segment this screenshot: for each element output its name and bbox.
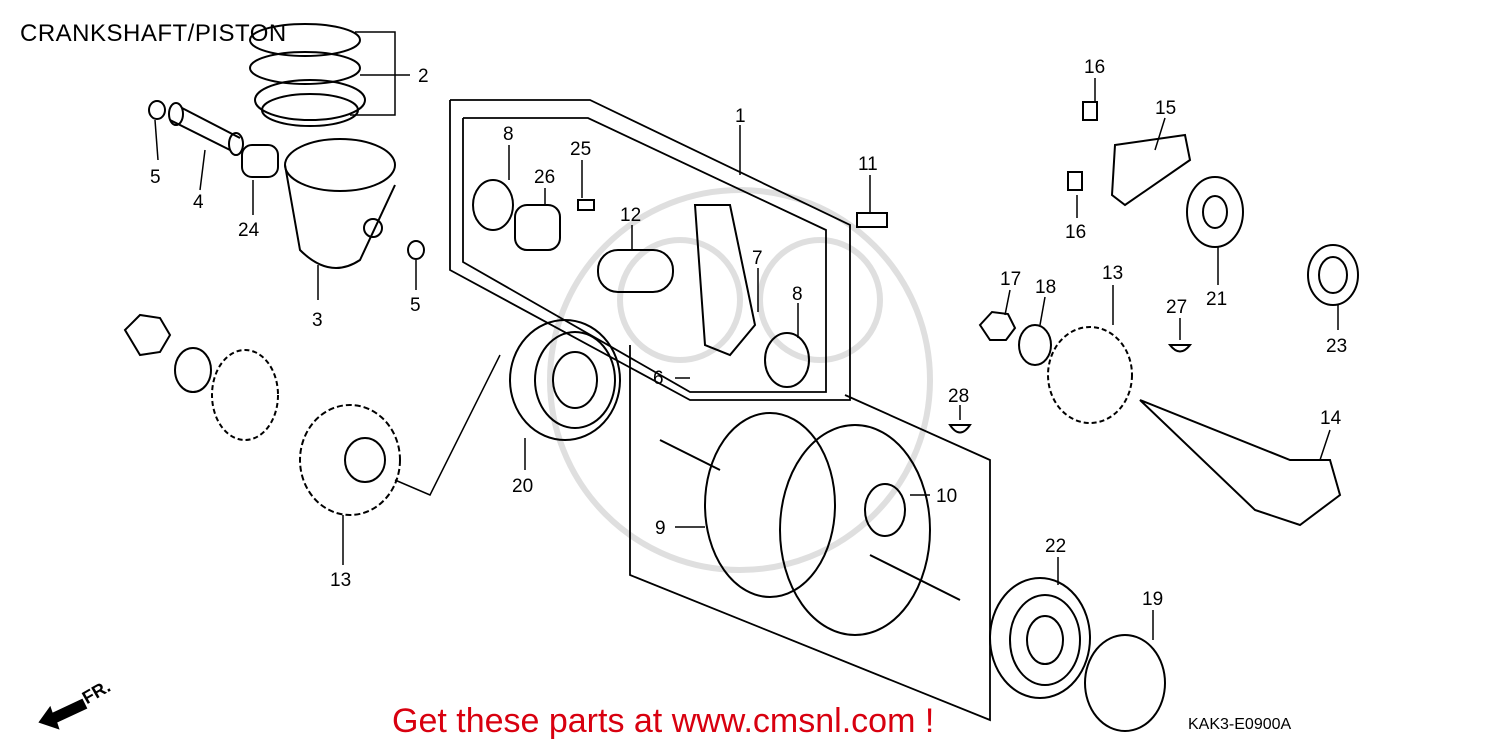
callout-27: 27 (1166, 297, 1187, 318)
promo-banner-link[interactable]: Get these parts at www.cmsnl.com ! (392, 702, 935, 740)
connecting-rod-7 (693, 204, 757, 357)
callout-10: 10 (936, 486, 957, 507)
callout-16-bottom: 16 (1065, 222, 1086, 243)
crank-pin-12 (597, 249, 674, 293)
callout-20: 20 (512, 476, 533, 497)
callout-22: 22 (1045, 536, 1066, 557)
callout-4: 4 (193, 192, 204, 213)
callout-5-left: 5 (150, 167, 161, 188)
primary-gear-large (299, 404, 401, 516)
crankshaft-9 (659, 412, 961, 636)
bolt-16b (1067, 171, 1083, 191)
callout-13-left: 13 (330, 570, 351, 591)
callout-2: 2 (418, 66, 429, 87)
main-bearing-22 (989, 577, 1091, 699)
main-bearing-20 (509, 319, 621, 441)
key-27 (1167, 344, 1193, 353)
callout-19: 19 (1142, 589, 1163, 610)
assembly-box-1 (449, 99, 851, 401)
small-end-bearing (241, 144, 279, 178)
callout-6: 6 (653, 368, 664, 389)
piston-rings (249, 23, 366, 127)
primary-gear-small (211, 349, 279, 441)
callout-5-right: 5 (410, 295, 421, 316)
piston (284, 138, 396, 269)
callout-11: 11 (858, 154, 878, 175)
callout-16-top: 16 (1084, 57, 1105, 78)
callout-1: 1 (735, 106, 746, 127)
callout-14: 14 (1320, 408, 1342, 429)
callout-8-right: 8 (792, 284, 803, 305)
callout-26: 26 (534, 167, 555, 188)
nut-17 (978, 310, 1017, 341)
callout-23: 23 (1326, 336, 1347, 357)
piston-pin (168, 102, 244, 156)
primary-gear-hub (344, 437, 386, 483)
balancer-gear-13 (1047, 326, 1133, 424)
thrust-washer-8a (472, 179, 514, 231)
piston-pin-clip-left (148, 100, 166, 120)
leader-lines (154, 31, 1339, 640)
callout-21: 21 (1206, 289, 1227, 310)
circlip-19 (1084, 634, 1166, 732)
callout-25: 25 (570, 139, 591, 160)
callout-28: 28 (948, 386, 969, 407)
assembly-box-6 (629, 345, 991, 722)
front-arrow-icon (38, 698, 88, 730)
callout-18: 18 (1035, 277, 1056, 298)
thrust-washer-8b (764, 332, 810, 388)
callout-7: 7 (752, 248, 763, 269)
bolt-16a (1082, 101, 1098, 121)
callout-8-left: 8 (503, 124, 514, 145)
callout-9: 9 (655, 518, 666, 539)
bracket-15 (1110, 133, 1192, 207)
washer-18 (1018, 324, 1052, 366)
diagram-title: CRANKSHAFT/PISTON (20, 20, 287, 47)
balancer-shaft-14 (1139, 399, 1342, 527)
callout-24: 24 (238, 220, 260, 241)
leader-13-20 (394, 354, 501, 496)
callout-15: 15 (1155, 98, 1176, 119)
watermark-logo (547, 187, 933, 573)
key-11 (856, 212, 888, 228)
callout-17: 17 (1000, 269, 1021, 290)
key-28 (948, 424, 972, 434)
crank-nut (123, 313, 172, 357)
callout-labels: 1 2 3 4 5 5 6 7 8 8 9 10 11 12 13 13 14 … (150, 57, 1347, 610)
pin-25 (577, 199, 595, 211)
bearing-23 (1307, 244, 1359, 306)
needle-bearing-26 (514, 204, 561, 251)
diagram-code: KAK3-E0900A (1188, 716, 1292, 733)
callout-3: 3 (312, 310, 323, 331)
piston-pin-clip-right (407, 240, 425, 260)
bearing-21 (1186, 176, 1244, 248)
callout-13-right: 13 (1102, 263, 1123, 284)
callout-12: 12 (620, 205, 641, 226)
crank-washer (174, 347, 212, 393)
